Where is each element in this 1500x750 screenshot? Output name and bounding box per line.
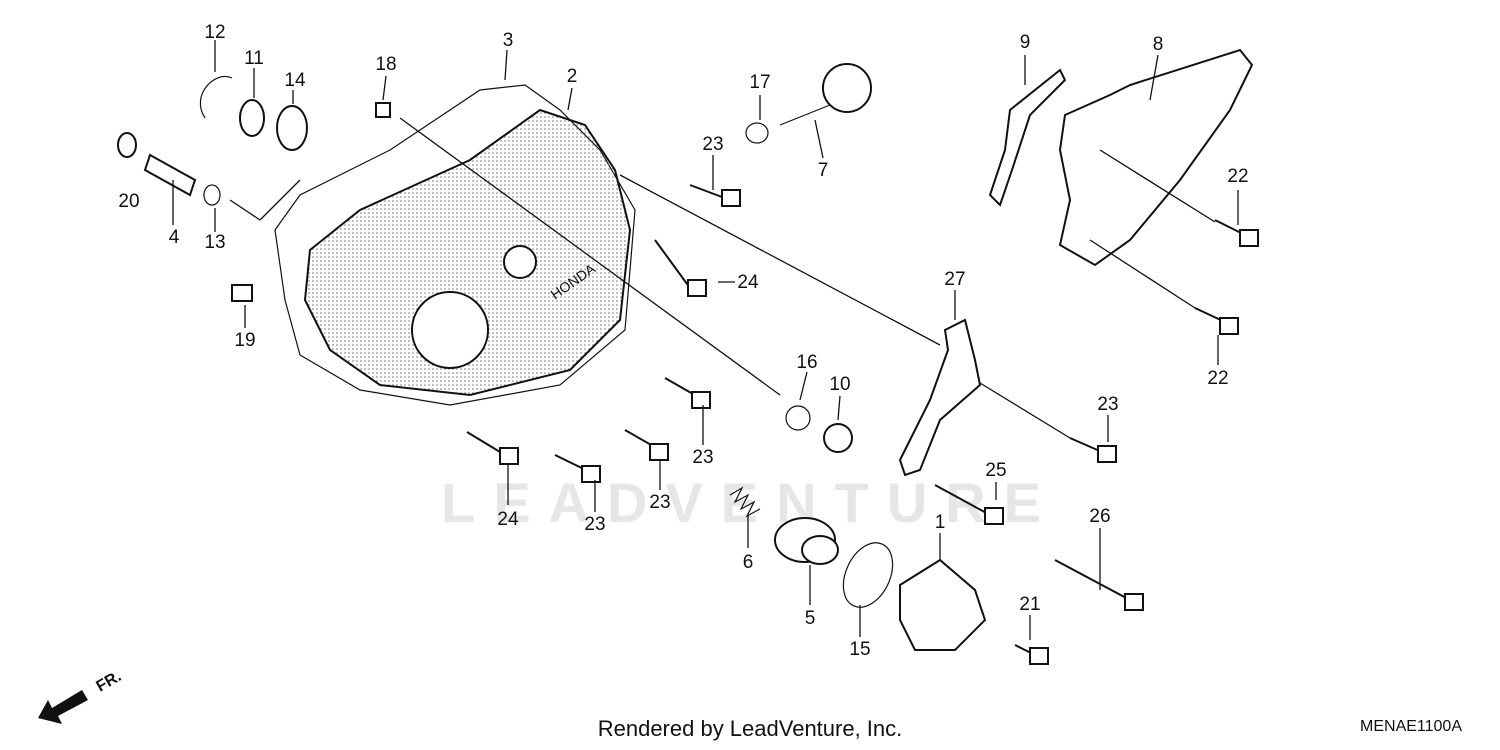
callout-27: 27	[944, 269, 965, 290]
o-ring-13	[203, 184, 221, 206]
bearing-14	[276, 105, 308, 151]
callout-10: 10	[829, 374, 850, 395]
callout-22-a: 22	[1227, 166, 1248, 187]
callout-11: 11	[244, 48, 264, 69]
callout-19: 19	[234, 330, 255, 351]
callout-25: 25	[985, 460, 1006, 481]
callout-23-b: 23	[1097, 394, 1118, 415]
callout-6: 6	[743, 552, 754, 573]
spring	[729, 486, 761, 518]
diagram-code: MENAE1100A	[1360, 718, 1462, 735]
guide-plate	[988, 68, 1067, 207]
dowel-18	[375, 102, 391, 118]
shift-arm	[898, 318, 982, 477]
callout-2: 2	[567, 66, 578, 87]
washer	[785, 405, 811, 431]
callout-1: 1	[935, 512, 946, 533]
callout-12: 12	[204, 22, 225, 43]
callout-23-d: 23	[649, 492, 670, 513]
snap-ring	[199, 75, 233, 119]
callout-24-a: 24	[737, 272, 759, 293]
callout-26: 26	[1089, 506, 1110, 527]
shaft-4	[143, 153, 197, 197]
oil-filler-port	[503, 245, 537, 279]
drain-bolt	[823, 423, 853, 453]
callout-9: 9	[1020, 32, 1031, 53]
crankcase-cover	[303, 108, 632, 397]
callout-23-c: 23	[692, 447, 713, 468]
oil-filter-end	[801, 535, 839, 565]
callout-15: 15	[849, 639, 870, 660]
callout-23-a: 23	[702, 134, 723, 155]
bolt-group	[466, 184, 1259, 665]
seal-20	[117, 132, 137, 158]
callouts: 1 2 3 4 5 6 7 8 9 10 11 12 13 14 15 16 1…	[118, 22, 1248, 660]
gasket	[274, 84, 636, 406]
callout-23-e: 23	[584, 514, 605, 535]
sprocket-cover	[1058, 48, 1254, 267]
callout-14: 14	[284, 70, 306, 91]
callout-13: 13	[204, 232, 225, 253]
callout-21: 21	[1019, 594, 1040, 615]
callout-22-b: 22	[1207, 368, 1228, 389]
callout-20: 20	[118, 191, 139, 212]
seal-11	[239, 99, 265, 137]
callout-7: 7	[818, 160, 829, 181]
dowel-19	[231, 284, 253, 302]
callout-5: 5	[805, 608, 816, 629]
credit-text: Rendered by LeadVenture, Inc.	[597, 716, 903, 741]
o-ring	[842, 542, 894, 608]
filter-cover	[899, 558, 987, 651]
watermark: LEADVENTURE	[440, 471, 1060, 534]
dipstick-o-ring	[745, 122, 769, 144]
leader-lines	[172, 40, 1239, 640]
direction-label: FR.	[94, 668, 125, 696]
callout-18: 18	[375, 54, 396, 75]
callout-8: 8	[1153, 34, 1164, 55]
callout-24-b: 24	[497, 509, 519, 530]
callout-3: 3	[503, 30, 514, 51]
dipstick-cap	[822, 63, 872, 113]
callout-4: 4	[169, 227, 180, 248]
dipstick-stem	[779, 104, 831, 126]
callout-16: 16	[796, 352, 817, 373]
cover-opening	[411, 291, 489, 369]
callout-17: 17	[749, 72, 770, 93]
